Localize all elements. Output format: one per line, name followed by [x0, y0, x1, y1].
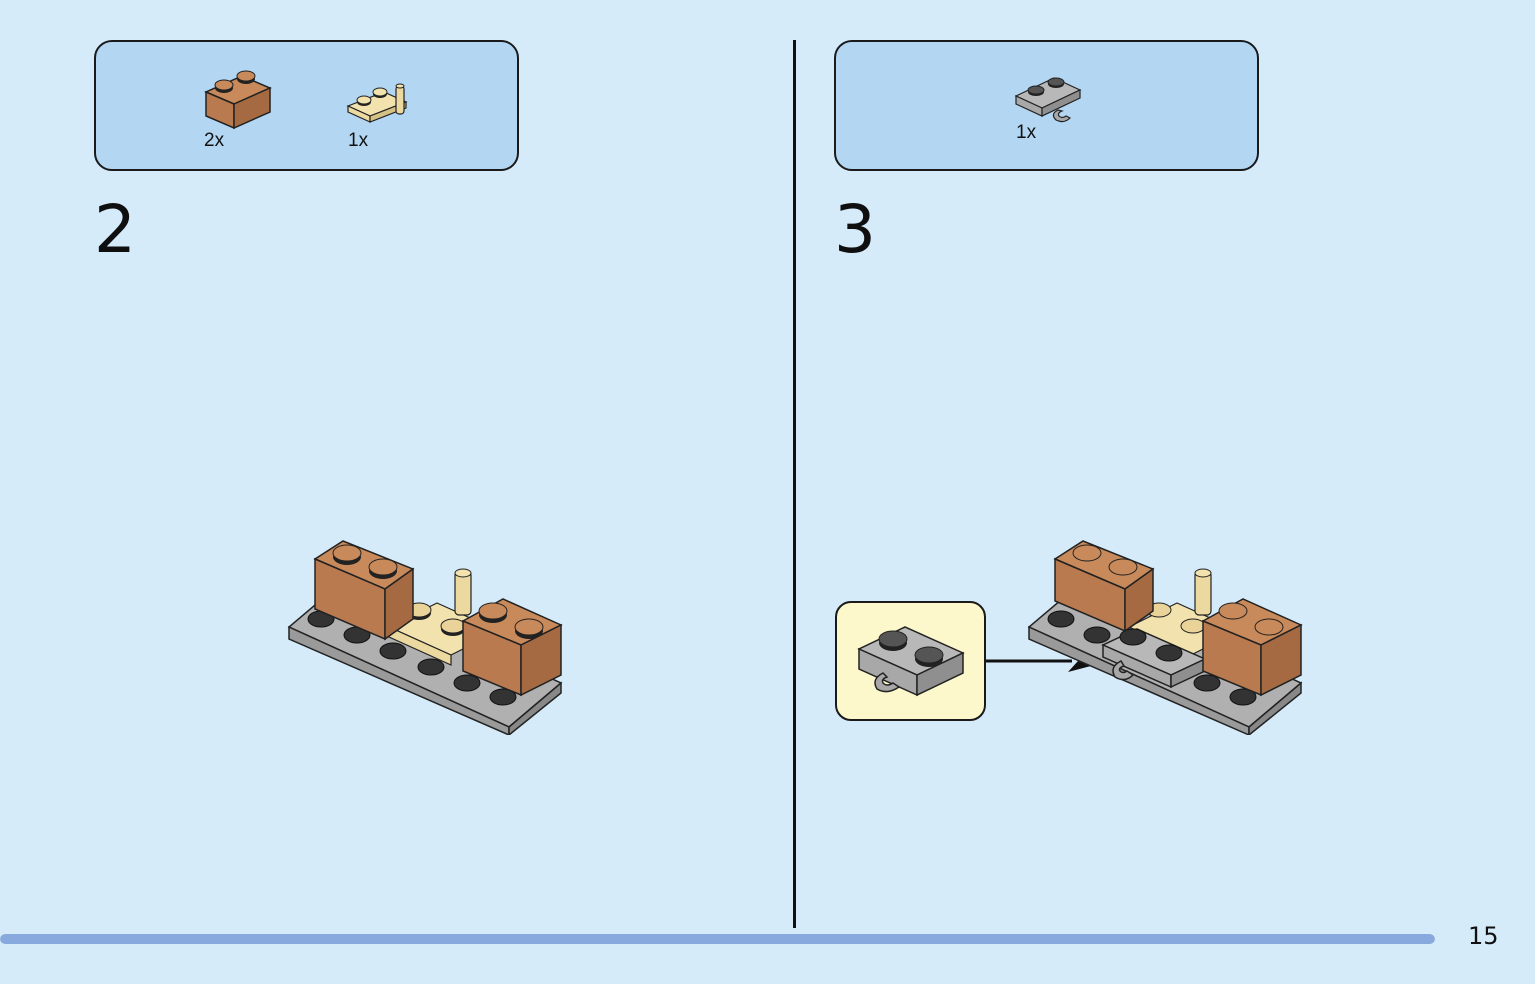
tan-plate-1x2-with-bar-icon — [346, 83, 408, 123]
step-2-parts-box: 2x 1x — [94, 40, 519, 171]
step-2-part-1: 2x — [200, 62, 272, 151]
step-2-model-illustration — [287, 540, 563, 735]
page-number: 15 — [1468, 922, 1499, 950]
step-3-number: 3 — [834, 191, 876, 268]
step-2-part-1-quantity: 2x — [204, 130, 225, 151]
step-3-part-1-quantity: 1x — [1016, 122, 1037, 143]
step-3-callout — [835, 601, 986, 721]
page-progress-bar — [0, 934, 1435, 944]
page-progress-fill — [0, 934, 1435, 944]
step-3-part-1: 1x — [1012, 70, 1084, 143]
gray-plate-1x2-with-clip-icon — [1014, 77, 1082, 123]
step-2-part-2-quantity: 1x — [348, 130, 369, 151]
gray-plate-with-clip-callout-icon — [857, 626, 965, 697]
step-2-part-2: 1x — [344, 82, 416, 151]
brown-brick-1x2-icon — [204, 70, 272, 130]
step-2-number: 2 — [94, 191, 136, 268]
step-3-parts-box: 1x — [834, 40, 1259, 171]
step-3-model-illustration — [1027, 540, 1303, 735]
page-divider — [793, 40, 796, 928]
